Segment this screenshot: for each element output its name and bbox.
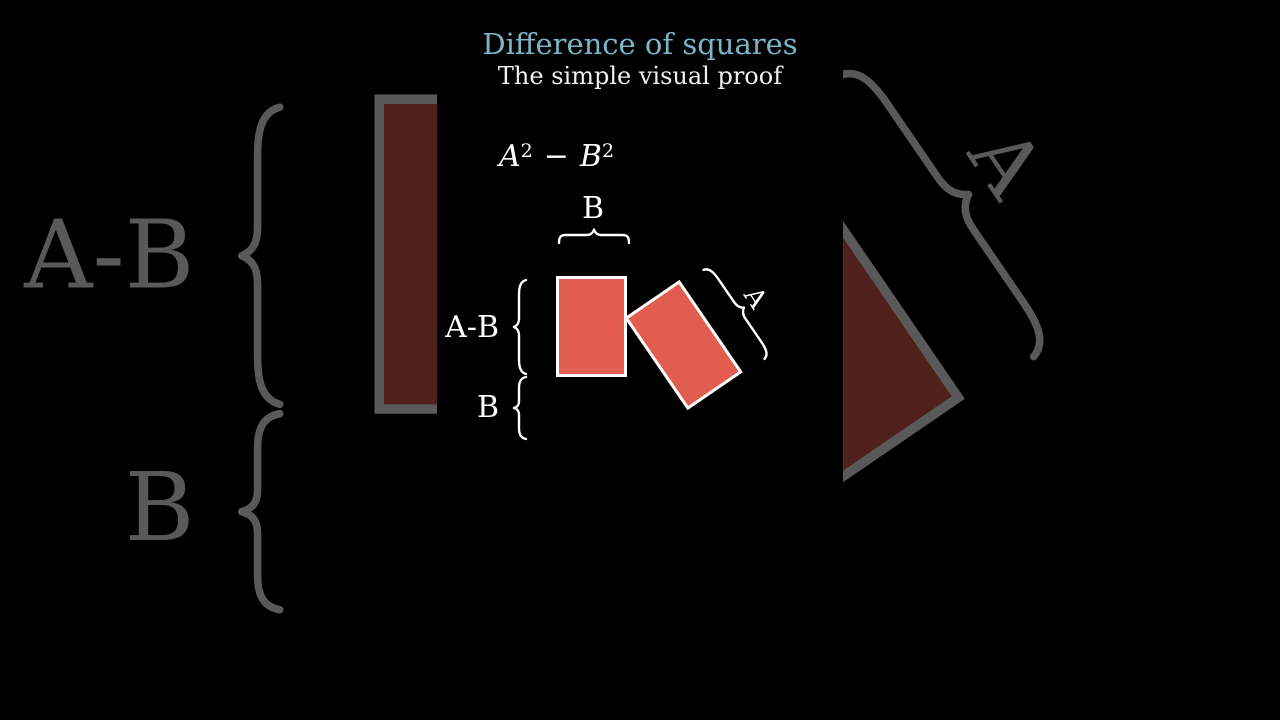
formula-exponent-a: 2 (520, 140, 533, 162)
left-brace-b-icon (235, 407, 289, 616)
video-viewport[interactable]: Difference of squares The simple visual … (437, 0, 843, 720)
rectangle-b-by-a-minus-b (556, 276, 627, 377)
formula-term-a: A (499, 139, 521, 174)
formula-minus-sign: − (543, 139, 569, 174)
left-brace-b-icon (512, 375, 529, 441)
label-width-b: B (581, 191, 605, 226)
left-brace-a-minus-b-icon (235, 101, 289, 411)
label-height-b: B (124, 454, 195, 566)
page-subtitle: The simple visual proof (497, 62, 783, 90)
rotated-brace-side-a-icon (832, 45, 1074, 366)
label-height-a-minus-b: A-B (24, 201, 195, 313)
formula-exponent-b: 2 (601, 140, 615, 162)
left-brace-a-minus-b-icon (512, 278, 529, 376)
formula-a2-minus-b2: A2−B2 (499, 139, 614, 175)
label-height-b: B (476, 390, 499, 425)
rotated-brace-side-a-icon (701, 260, 777, 361)
label-height-a-minus-b: A-B (445, 310, 499, 345)
formula-term-b: B (579, 139, 602, 174)
overbrace-width-b-icon (557, 227, 631, 245)
page-title: Difference of squares (482, 27, 798, 61)
